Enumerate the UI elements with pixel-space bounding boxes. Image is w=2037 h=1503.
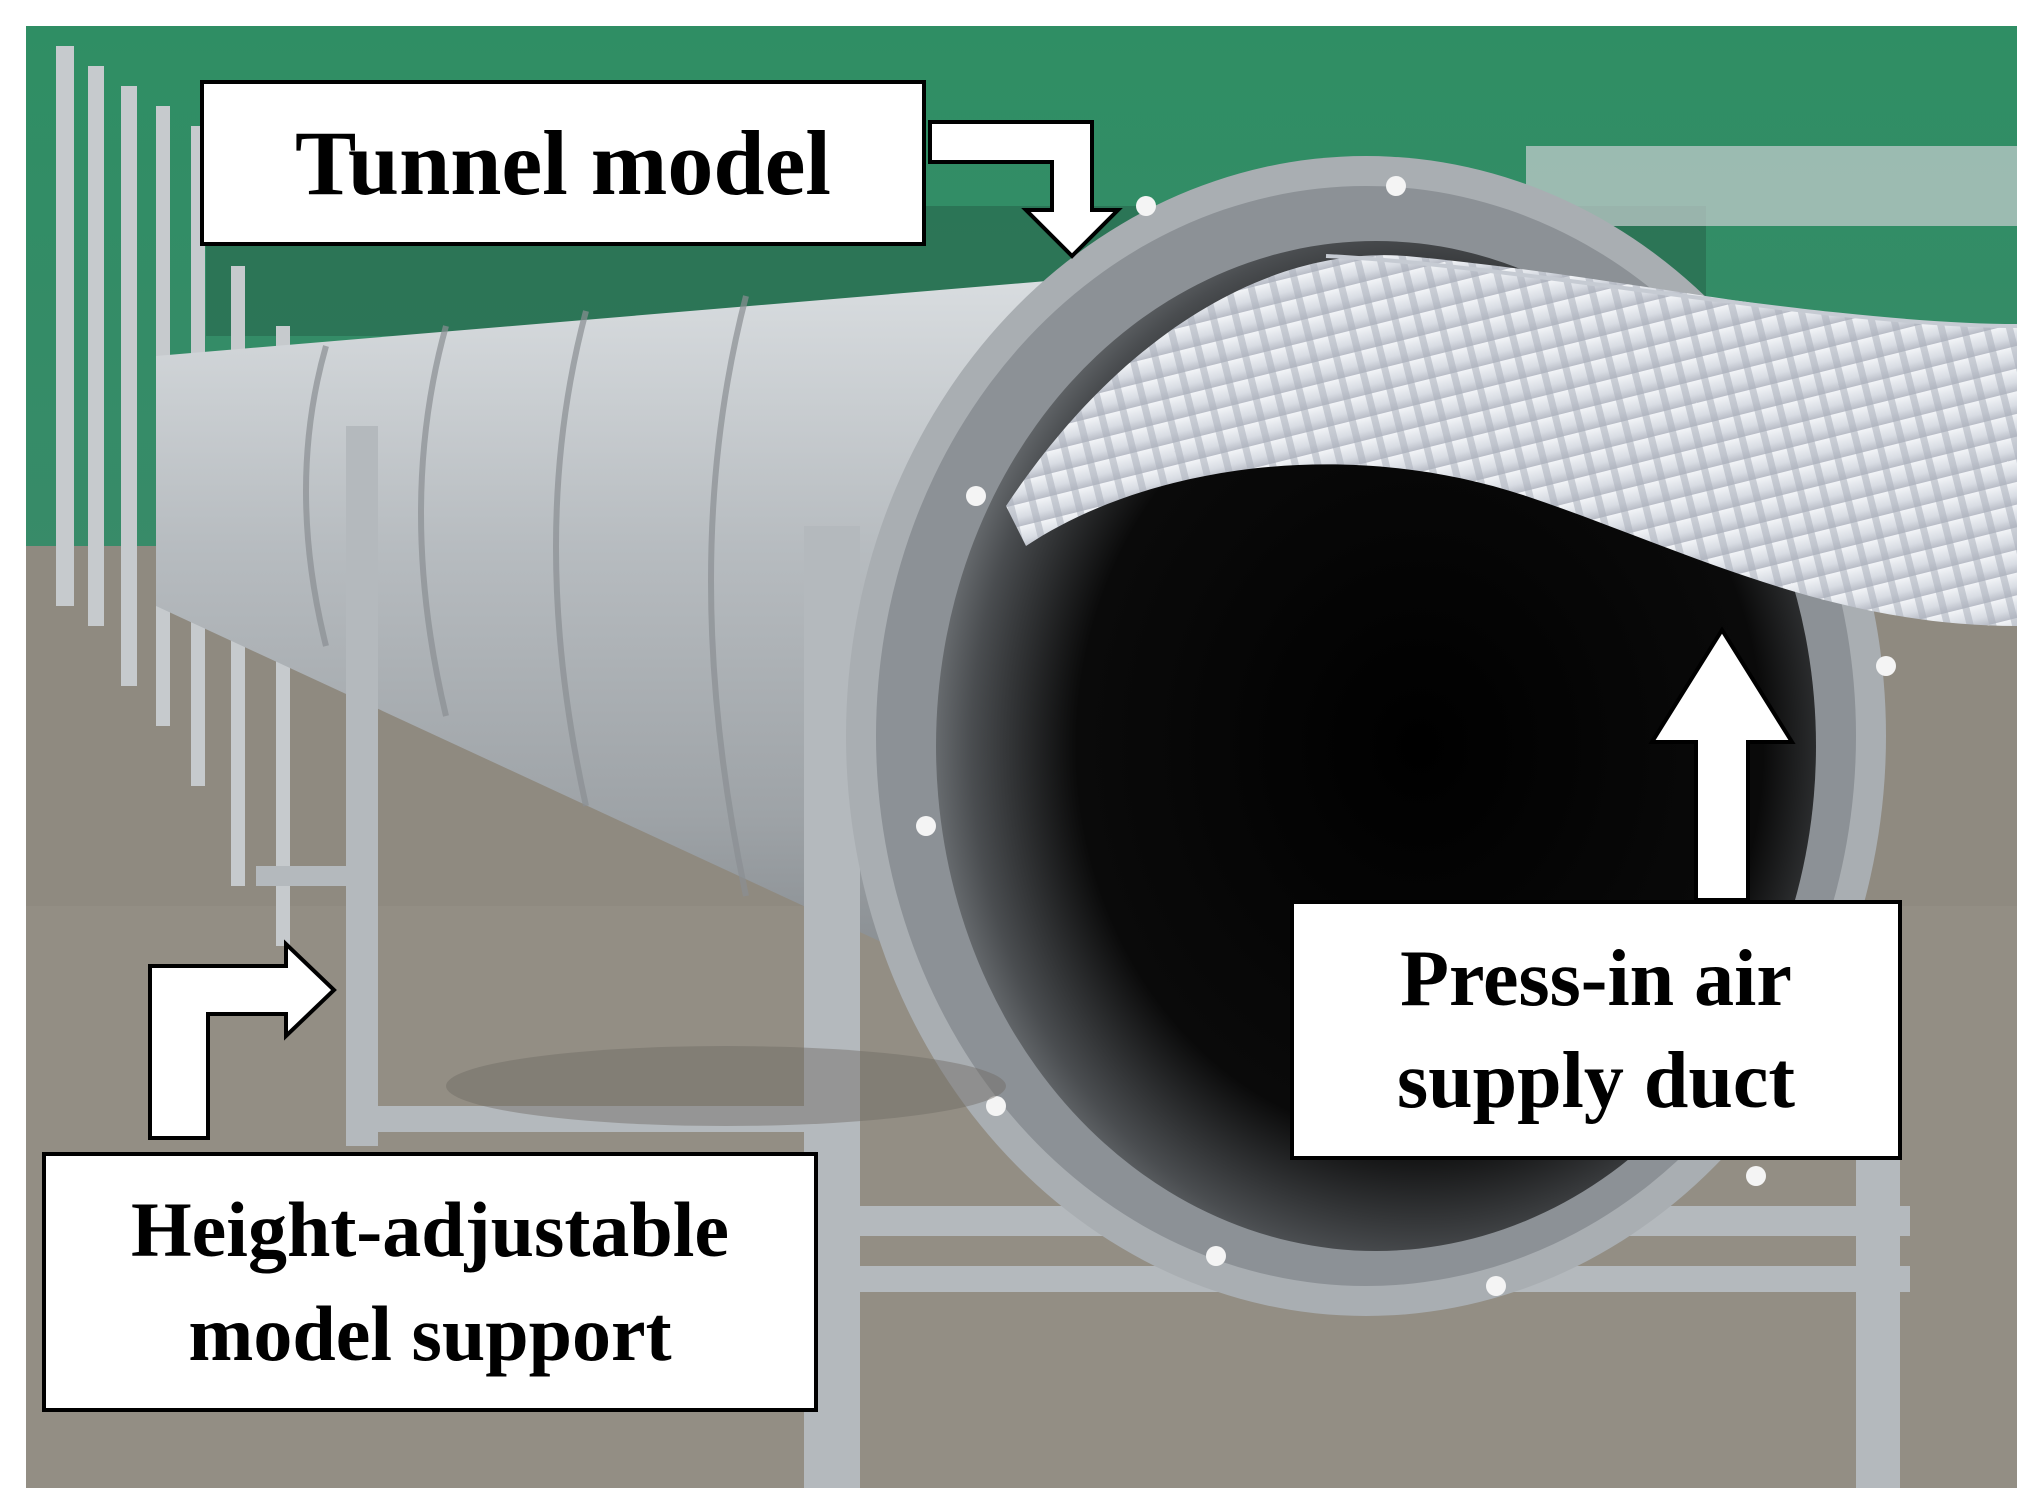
press-in-duct-text-line2: supply duct: [1397, 1037, 1795, 1125]
press-in-duct-text-line1: Press-in air: [1400, 935, 1792, 1023]
model-support-text-line2: model support: [188, 1290, 672, 1377]
tunnel-model-arrow-icon: [928, 120, 1123, 259]
support-arrow-icon: [148, 939, 337, 1140]
tunnel-model-text: Tunnel model: [294, 112, 831, 214]
tunnel-model-label: Tunnel model: [200, 80, 926, 246]
press-in-duct-label: Press-in air supply duct: [1290, 900, 1902, 1160]
model-support-text-line1: Height-adjustable: [130, 1186, 730, 1273]
press-in-duct-arrow-icon: [1648, 626, 1796, 902]
model-support-label: Height-adjustable model support: [42, 1152, 818, 1412]
